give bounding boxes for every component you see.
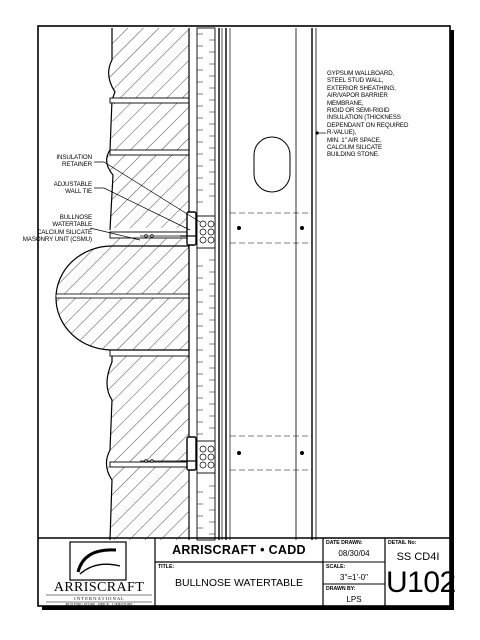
logo-international: I N T E R N A T I O N A L xyxy=(74,596,124,601)
material-note-line: R-VALUE), xyxy=(327,129,357,137)
material-note-line: DEPENDANT ON REQUIRED xyxy=(327,121,409,129)
detail-number: U102 xyxy=(386,566,456,599)
material-note-line: RIGID OR SEMI-RIGID xyxy=(327,107,390,115)
detail-code: SS CD4I xyxy=(396,551,440,563)
scale-value: 3"=1'-0" xyxy=(340,573,368,582)
title-block-frame xyxy=(38,537,450,606)
stud-web-opening xyxy=(253,136,291,193)
material-note-line: INSULATION (THICKNESS xyxy=(327,114,401,122)
note-insulation-retainer: INSULATION RETAINER xyxy=(40,154,92,169)
material-note-line: GYPSUM WALLBOARD, xyxy=(327,70,395,77)
bullnose-watertable-unit xyxy=(55,245,190,351)
note-line: WALL TIE xyxy=(65,188,92,196)
wall-layers xyxy=(218,28,317,540)
drawing-title: BULLNOSE WATERTABLE xyxy=(175,577,303,589)
material-notes: GYPSUM WALLBOARD,STEEL STUD WALL,EXTERIO… xyxy=(327,70,445,159)
fasteners xyxy=(237,226,304,455)
stone-veneer xyxy=(106,28,189,540)
tie-in-joint xyxy=(140,234,180,463)
stone-break-line-lower xyxy=(105,352,113,541)
title-label: TITLE: xyxy=(158,564,175,570)
scale-label: SCALE: xyxy=(326,564,346,570)
note-line: BULLNOSE WATERTABLE xyxy=(52,214,92,229)
logo-tagline: BUILDING STONE · BRICK · LIMESTONE xyxy=(65,603,133,607)
note-line: INSULATION xyxy=(56,154,92,161)
note-leader-dot xyxy=(315,131,319,135)
note-bullnose-unit: BULLNOSE WATERTABLE CALCIUM SILICATE MAS… xyxy=(22,214,92,244)
note-line: CALCIUM SILICATE xyxy=(36,228,92,236)
drawn-by-label: DRAWN BY: xyxy=(326,586,356,592)
material-note-line: EXTERIOR SHEATHING, xyxy=(327,84,396,92)
note-adjustable-wall-tie: ADJUSTABLE WALL TIE xyxy=(40,181,93,196)
stud-dashes xyxy=(230,212,312,471)
wall-tie-upper xyxy=(180,211,216,249)
material-note-line: MIN. 1" AIR SPACE, xyxy=(327,136,382,144)
detail-label: DETAIL No: xyxy=(388,540,417,546)
drawn-by-value: LPS xyxy=(346,595,362,604)
insulation-ticks xyxy=(197,33,215,535)
wall-tie-lower xyxy=(180,436,216,474)
material-note-line: MEMBRANE, xyxy=(327,99,364,107)
material-note-line: AIR/VAPOR BARRIER xyxy=(327,92,388,100)
company-name: ARRISCRAFT • CADD xyxy=(172,543,306,557)
logo-wordmark: ARRISCRAFT xyxy=(53,580,145,595)
material-note-line: BUILDING STONE. xyxy=(327,151,380,159)
note-line: MASONRY UNIT (CSMU) xyxy=(22,236,92,244)
note-line: RETAINER xyxy=(61,161,92,169)
arriscraft-logo-mark xyxy=(69,541,127,581)
material-note-line: CALCIUM SILICATE xyxy=(327,144,383,152)
note-line: ADJUSTABLE xyxy=(53,181,93,188)
date-value: 08/30/04 xyxy=(338,549,370,558)
material-note-line: STEEL STUD WALL, xyxy=(327,77,384,85)
date-label: DATE DRAWN: xyxy=(326,540,363,546)
